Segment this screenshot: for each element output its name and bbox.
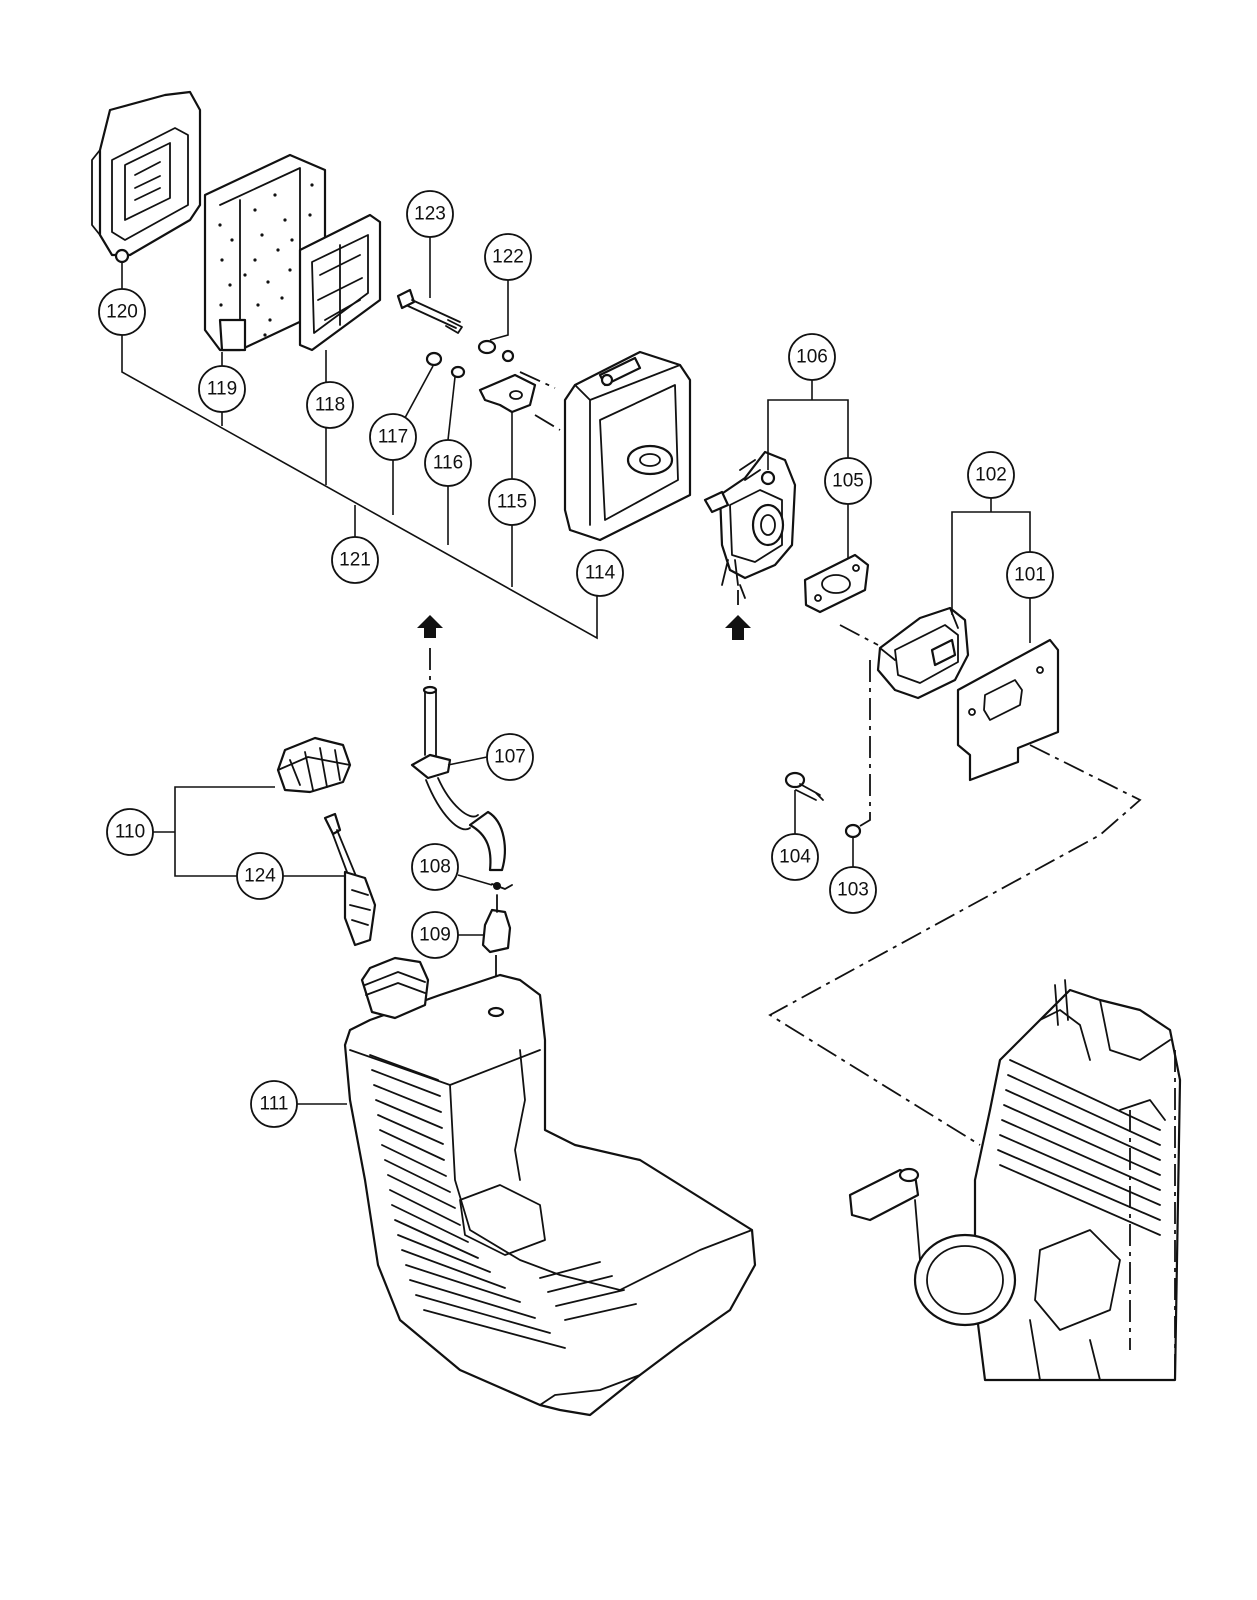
- svg-text:119: 119: [207, 379, 237, 400]
- svg-text:105: 105: [832, 471, 864, 492]
- svg-text:110: 110: [115, 822, 145, 843]
- bracket: [478, 373, 537, 414]
- fuel-filter: [481, 894, 512, 954]
- leader-line: [447, 756, 488, 766]
- svg-text:117: 117: [378, 427, 408, 448]
- leader-lines-bolt: [794, 790, 854, 868]
- up-arrow: [725, 615, 751, 640]
- mounting-bolt: [784, 771, 824, 801]
- callout-122: 122: [484, 233, 532, 281]
- leader-lines-air-cleaner: [121, 236, 598, 640]
- callout-120: 120: [98, 288, 146, 336]
- leader-lines-insulator: [951, 498, 1031, 643]
- filter-support-frame: [298, 213, 382, 352]
- svg-text:116: 116: [433, 453, 463, 474]
- leader-lines-carburetor: [767, 380, 849, 558]
- carburetor-gasket: [803, 553, 870, 614]
- callout-121: 121: [331, 536, 379, 584]
- nut: [477, 339, 497, 355]
- callout-118: 118: [306, 381, 354, 429]
- assembly-line: [519, 371, 556, 389]
- air-cleaner-cover: [91, 90, 202, 264]
- callout-102: 102: [967, 451, 1015, 499]
- callout-109: 109: [411, 911, 459, 959]
- svg-text:102: 102: [975, 465, 1007, 486]
- insulator: [876, 606, 970, 700]
- svg-text:104: 104: [779, 847, 811, 868]
- carburetor: [703, 450, 797, 599]
- svg-text:103: 103: [837, 880, 869, 901]
- callout-111: 111: [250, 1080, 298, 1128]
- leader-lines-cap: [153, 786, 345, 877]
- bolt: [396, 288, 463, 334]
- callout-107: 107: [486, 733, 534, 781]
- svg-text:120: 120: [106, 302, 138, 323]
- cap-strap: [323, 812, 377, 947]
- callout-101: 101: [1006, 551, 1054, 599]
- hose-clip: [491, 882, 513, 890]
- fuel-line: [410, 685, 506, 872]
- callout-104: 104: [771, 833, 819, 881]
- callout-123: 123: [406, 190, 454, 238]
- svg-text:123: 123: [414, 204, 446, 225]
- engine: [848, 979, 1182, 1382]
- svg-text:109: 109: [419, 925, 451, 946]
- assembly-line: [768, 744, 1142, 1146]
- fuel-tank-cap: [276, 736, 352, 794]
- svg-text:107: 107: [494, 747, 526, 768]
- svg-text:121: 121: [339, 550, 371, 571]
- callout-114: 114: [576, 549, 624, 597]
- air-cleaner-body: [563, 350, 692, 542]
- assembly-line: [839, 624, 879, 646]
- svg-text:124: 124: [244, 866, 276, 887]
- screw: [450, 349, 515, 379]
- svg-text:106: 106: [796, 347, 828, 368]
- callout-124: 124: [236, 852, 284, 900]
- insulator-gasket: [956, 638, 1060, 782]
- up-arrow: [417, 615, 443, 690]
- callout-117: 117: [369, 413, 417, 461]
- leader-line: [457, 874, 493, 886]
- svg-text:111: 111: [260, 1094, 289, 1115]
- callout-105: 105: [824, 457, 872, 505]
- svg-text:118: 118: [315, 395, 345, 416]
- callout-103: 103: [829, 866, 877, 914]
- washer: [425, 351, 443, 367]
- svg-text:108: 108: [419, 857, 451, 878]
- callout-116: 116: [424, 439, 472, 487]
- svg-text:122: 122: [492, 247, 524, 268]
- svg-text:114: 114: [585, 563, 616, 584]
- callout-110: 110: [106, 808, 154, 856]
- assembly-line: [534, 414, 561, 431]
- assembly-line: [859, 660, 871, 827]
- fuel-tank: [343, 956, 757, 1417]
- svg-text:115: 115: [497, 492, 527, 513]
- callout-119: 119: [198, 365, 246, 413]
- air-filter-element: [203, 153, 327, 352]
- callout-115: 115: [488, 478, 536, 526]
- callout-108: 108: [411, 843, 459, 891]
- mounting-washer: [844, 823, 862, 839]
- svg-text:101: 101: [1014, 565, 1046, 586]
- callout-106: 106: [788, 333, 836, 381]
